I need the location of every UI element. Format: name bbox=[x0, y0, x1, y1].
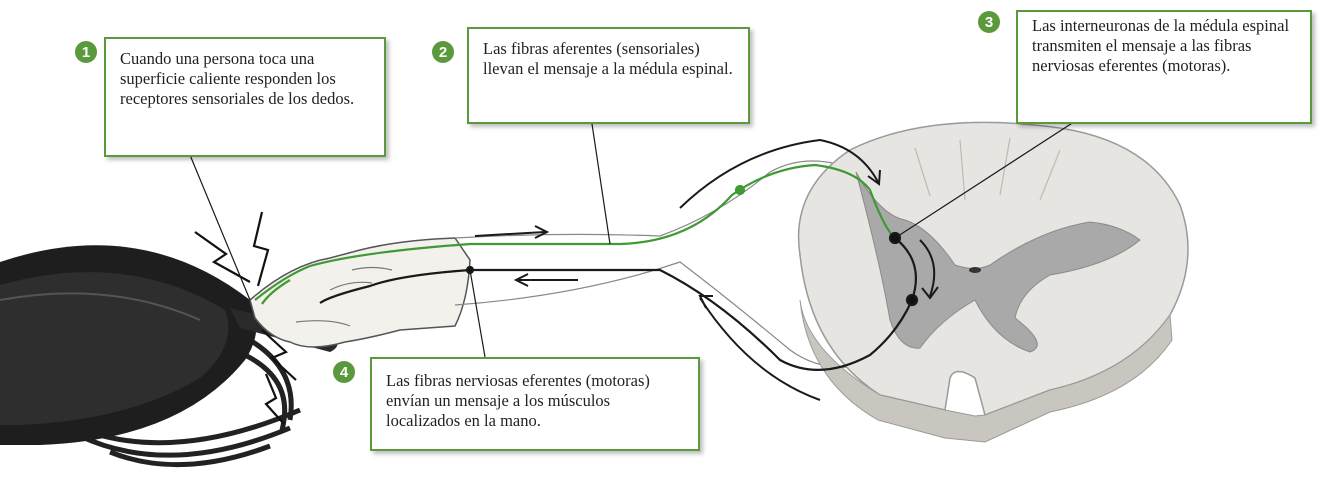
leader-lines bbox=[189, 117, 1081, 358]
step-2-marker: 2 bbox=[432, 41, 454, 63]
nerve-sheath bbox=[454, 160, 861, 368]
direction-arrows bbox=[474, 138, 939, 401]
heat-spark-icon bbox=[194, 211, 297, 425]
callout-afferent-fibers: Las fibras aferentes (sensoriales) lleva… bbox=[467, 27, 750, 124]
callout-efferent-fibers: Las fibras nerviosas eferentes (motoras)… bbox=[370, 357, 700, 451]
step-1-marker: 1 bbox=[75, 41, 97, 63]
efferent-fiber bbox=[319, 231, 919, 371]
step-3-marker: 3 bbox=[978, 11, 1000, 33]
callout-interneurons: Las interneuronas de la médula espinal t… bbox=[1016, 10, 1312, 124]
callout-sensory-receptors: Cuando una persona toca una superficie c… bbox=[104, 37, 386, 157]
hand-icon bbox=[249, 237, 471, 348]
afferent-fiber bbox=[254, 163, 896, 305]
step-4-marker: 4 bbox=[333, 361, 355, 383]
spinal-cord-section-icon bbox=[797, 121, 1189, 443]
